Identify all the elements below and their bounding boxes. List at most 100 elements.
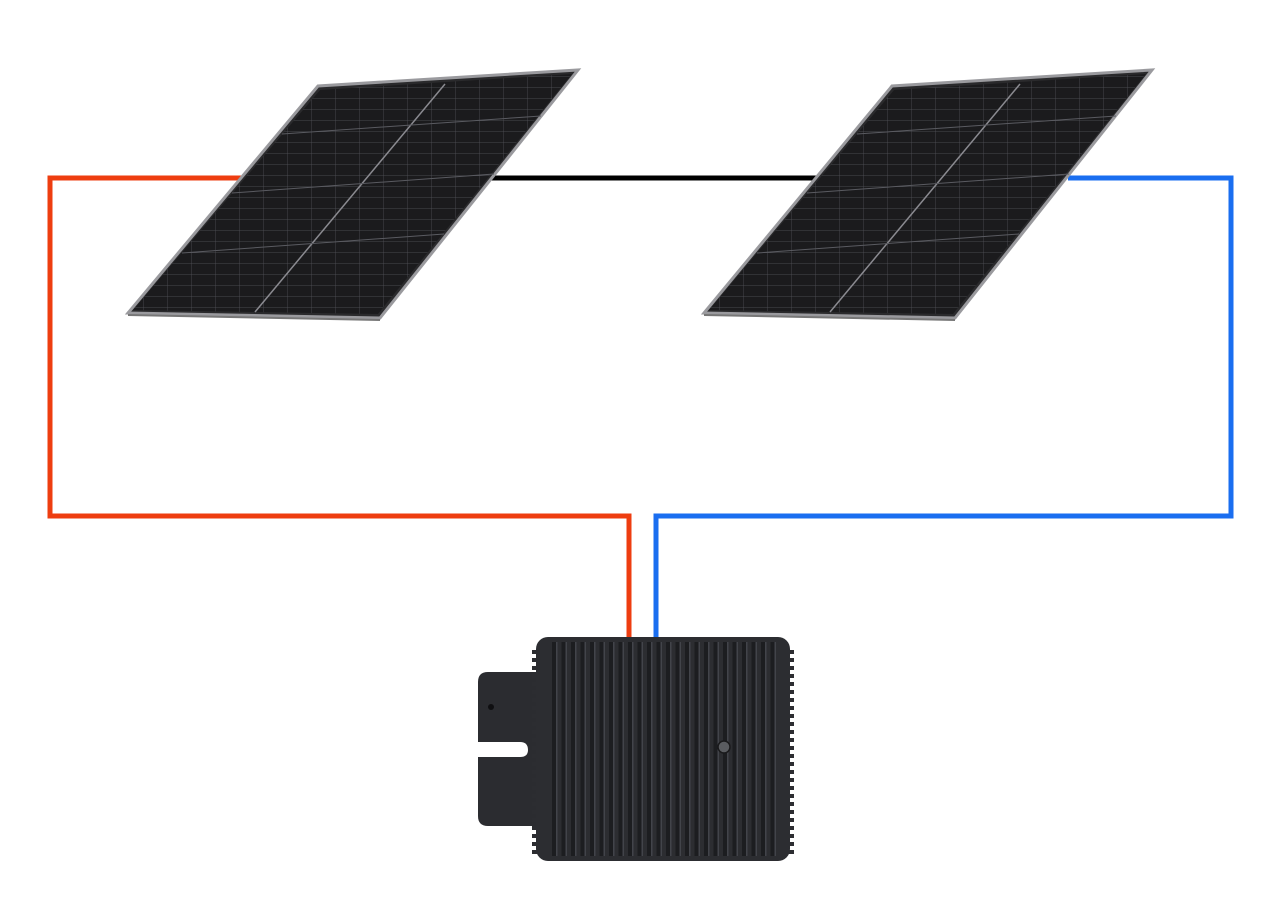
edge-rib <box>788 698 794 702</box>
heat-sink-fin-highlight <box>765 642 767 856</box>
heat-sink-fin <box>675 642 680 856</box>
heat-sink-fin <box>751 642 756 856</box>
edge-rib <box>788 754 794 758</box>
edge-rib <box>788 770 794 774</box>
heat-sink-fin <box>552 642 556 856</box>
heat-sink-fin <box>599 642 604 856</box>
edge-rib <box>532 690 538 694</box>
edge-rib <box>532 698 538 702</box>
edge-rib <box>788 746 794 750</box>
heat-sink-fin <box>770 642 775 856</box>
micro-inverter <box>478 637 794 861</box>
edge-rib <box>788 802 794 806</box>
heat-sink-fin-highlight <box>670 642 672 856</box>
edge-rib <box>532 714 538 718</box>
heat-sink-fin <box>685 642 689 856</box>
edge-rib <box>788 674 794 678</box>
edge-rib <box>788 810 794 814</box>
heat-sink-fin-highlight <box>641 642 643 856</box>
heat-sink-fin <box>580 642 585 856</box>
edge-rib <box>788 738 794 742</box>
heat-sink-fin <box>713 642 718 856</box>
edge-rib <box>532 826 538 830</box>
edge-rib <box>532 786 538 790</box>
heat-sink-fin <box>571 642 575 856</box>
status-led-icon <box>717 740 731 754</box>
heat-sink-fin <box>628 642 632 856</box>
edge-rib <box>532 738 538 742</box>
wires <box>47 175 1234 640</box>
edge-rib <box>788 650 794 654</box>
edge-rib <box>532 658 538 662</box>
micro-inverter-icon <box>478 637 794 861</box>
heat-sink-fin <box>637 642 642 856</box>
edge-rib <box>532 834 538 838</box>
heat-sink-fin-highlight <box>689 642 691 856</box>
heat-sink-fin-highlight <box>679 642 681 856</box>
edge-rib <box>532 810 538 814</box>
heat-sink-fin-highlight <box>584 642 586 856</box>
solar-panel-icon <box>700 68 1156 321</box>
heat-sink-fin-highlight <box>613 642 615 856</box>
heat-sink-fin <box>561 642 566 856</box>
wire-negative <box>653 175 1234 640</box>
edge-rib <box>788 714 794 718</box>
edge-rib <box>532 666 538 670</box>
edge-rib <box>532 762 538 766</box>
heat-sink-fin-highlight <box>565 642 567 856</box>
edge-rib <box>788 842 794 846</box>
edge-rib <box>532 754 538 758</box>
heat-sink-fin-highlight <box>594 642 596 856</box>
edge-rib <box>532 850 538 854</box>
edge-rib <box>788 826 794 830</box>
heat-sink-fin-highlight <box>746 642 748 856</box>
heat-sink-fin <box>761 642 765 856</box>
heat-sink-fin-highlight <box>632 642 634 856</box>
edge-rib <box>532 730 538 734</box>
heat-sink-fin <box>656 642 661 856</box>
edge-rib <box>532 770 538 774</box>
heat-sink-fins <box>552 642 776 856</box>
edge-rib <box>788 786 794 790</box>
heat-sink-fin-highlight <box>755 642 757 856</box>
heat-sink-fin <box>704 642 708 856</box>
heat-sink-fin-highlight <box>736 642 738 856</box>
edge-rib <box>532 682 538 686</box>
edge-rib <box>788 818 794 822</box>
edge-rib <box>788 730 794 734</box>
edge-rib <box>532 778 538 782</box>
heat-sink-fin <box>609 642 613 856</box>
heat-sink-fin-highlight <box>622 642 624 856</box>
heat-sink-fin <box>590 642 594 856</box>
solar-panel-right <box>700 68 1156 321</box>
edge-rib <box>532 706 538 710</box>
edge-rib <box>532 842 538 846</box>
edge-rib <box>788 682 794 686</box>
edge-rib <box>788 658 794 662</box>
edge-rib <box>788 722 794 726</box>
heat-sink-fin <box>618 642 623 856</box>
heat-sink-fin-highlight <box>708 642 710 856</box>
heat-sink-fin <box>732 642 737 856</box>
edge-rib <box>788 794 794 798</box>
edge-rib <box>532 650 538 654</box>
heat-sink-fin-highlight <box>575 642 577 856</box>
edge-rib <box>532 722 538 726</box>
heat-sink-fin-highlight <box>603 642 605 856</box>
heat-sink-fin-highlight <box>774 642 776 856</box>
heat-sink-fin-highlight <box>698 642 700 856</box>
edge-rib <box>532 802 538 806</box>
edge-rib <box>788 666 794 670</box>
heat-sink-fin-highlight <box>651 642 653 856</box>
solar-panel-left <box>124 68 582 321</box>
edge-rib <box>788 706 794 710</box>
edge-rib <box>788 850 794 854</box>
heat-sink-fin <box>666 642 670 856</box>
edge-rib <box>532 674 538 678</box>
solar-panel-icon <box>124 68 582 321</box>
heat-sink-fin-highlight <box>660 642 662 856</box>
wire-positive <box>47 175 632 640</box>
edge-rib <box>788 762 794 766</box>
